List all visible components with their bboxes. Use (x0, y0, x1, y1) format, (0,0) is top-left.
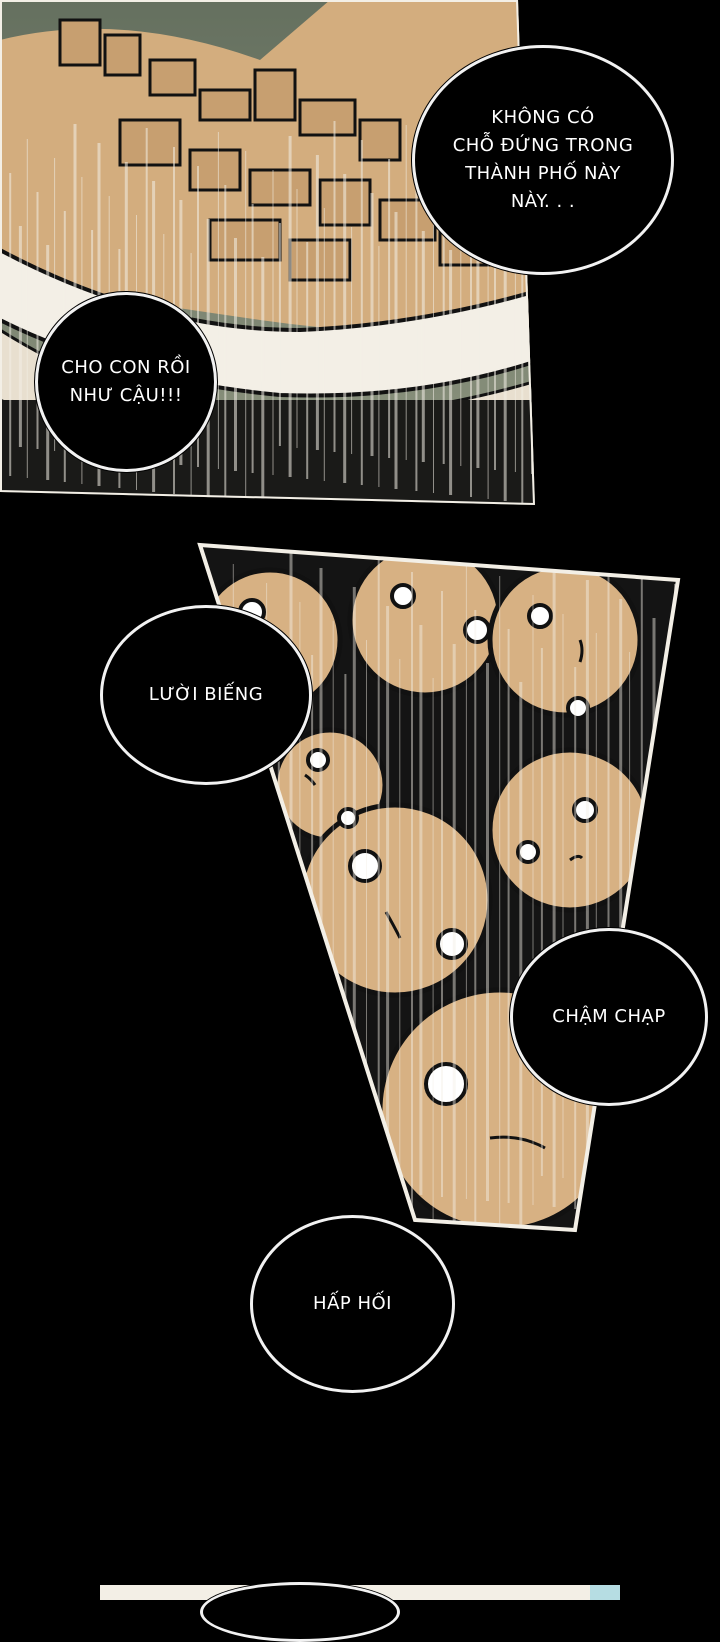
crowd-panel-border (197, 542, 681, 1233)
speech-bubble-partial (200, 1582, 400, 1642)
speech-bubble-text: CHẬM CHẠP (552, 1006, 666, 1027)
speech-bubble-text: CHO CON RỒI NHƯ CẬU!!! (61, 357, 191, 406)
speech-bubble-dying: HẤP HỐI (250, 1215, 455, 1393)
speech-bubble-text: HẤP HỐI (313, 1293, 392, 1314)
speech-bubble-slow: CHẬM CHẠP (510, 928, 708, 1106)
speech-bubble-lazy: LƯỜI BIẾNG (100, 605, 312, 785)
speech-bubble-no-place: KHÔNG CÓ CHỖ ĐỨNG TRONG THÀNH PHỐ NÀY NÀ… (412, 45, 674, 275)
face-eyes (238, 583, 598, 1106)
speech-bubble-text: KHÔNG CÓ CHỖ ĐỨNG TRONG THÀNH PHỐ NÀY NÀ… (452, 107, 634, 212)
speech-bubble-text: LƯỜI BIẾNG (148, 684, 264, 705)
speech-bubble-like-you: CHO CON RỒI NHƯ CẬU!!! (35, 292, 217, 472)
